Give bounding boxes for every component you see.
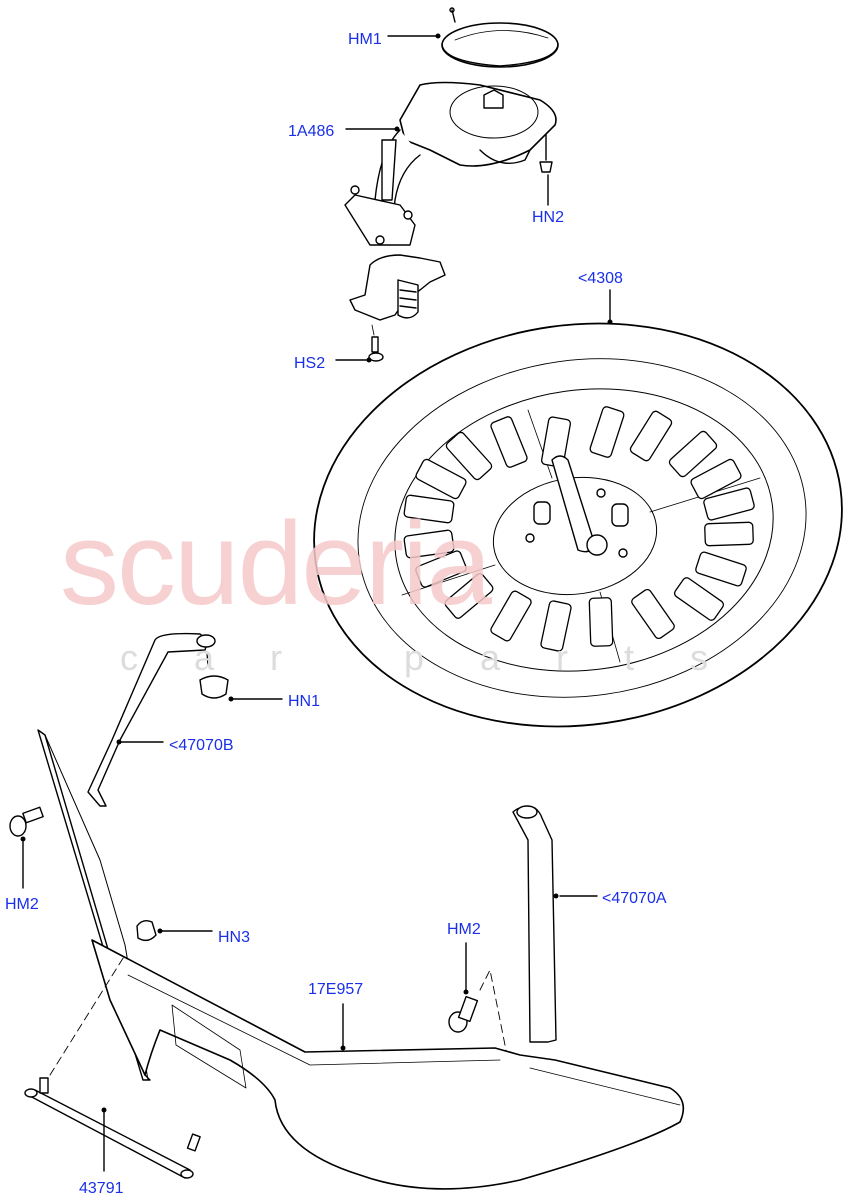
callout-hn2[interactable]: HN2 (532, 209, 565, 226)
callout-47070a[interactable]: <47070A (602, 890, 667, 907)
callout-47070b[interactable]: <47070B (169, 737, 234, 754)
spare-wheel-4308-part[interactable] (288, 290, 850, 760)
callout-hn1[interactable]: HN1 (288, 693, 321, 710)
strap-43791-part[interactable] (24, 1077, 201, 1179)
bolt-hm2-right-part[interactable] (448, 995, 479, 1033)
callout-4308[interactable]: <4308 (578, 270, 623, 287)
clamp-bracket-part[interactable] (349, 254, 446, 321)
panel-17e957-part[interactable] (37, 729, 685, 1190)
callout-hn3[interactable]: HN3 (218, 929, 251, 946)
rod-47070b-part[interactable] (87, 632, 229, 807)
callout-1a486[interactable]: 1A486 (288, 123, 335, 140)
bolt-hm2-left-part[interactable] (9, 806, 44, 837)
callout-43791[interactable]: 43791 (79, 1180, 124, 1197)
callout-hs2[interactable]: HS2 (294, 355, 326, 372)
watermark-scuderia: scuderia (60, 498, 492, 630)
callout-17e957[interactable]: 17E957 (308, 981, 364, 998)
nut-hn3-part[interactable] (136, 919, 157, 942)
bolt-hs2-part[interactable] (368, 324, 384, 362)
cap-hm1-part[interactable] (441, 7, 559, 68)
callout-hm2-left[interactable]: HM2 (5, 896, 39, 913)
callout-hm2-right[interactable]: HM2 (447, 921, 481, 938)
callout-hm1[interactable]: HM1 (348, 31, 382, 48)
watermark-car-parts: car parts (120, 637, 765, 678)
rod-47070a-part[interactable] (512, 805, 557, 1043)
carrier-1a486-part[interactable] (344, 81, 557, 246)
